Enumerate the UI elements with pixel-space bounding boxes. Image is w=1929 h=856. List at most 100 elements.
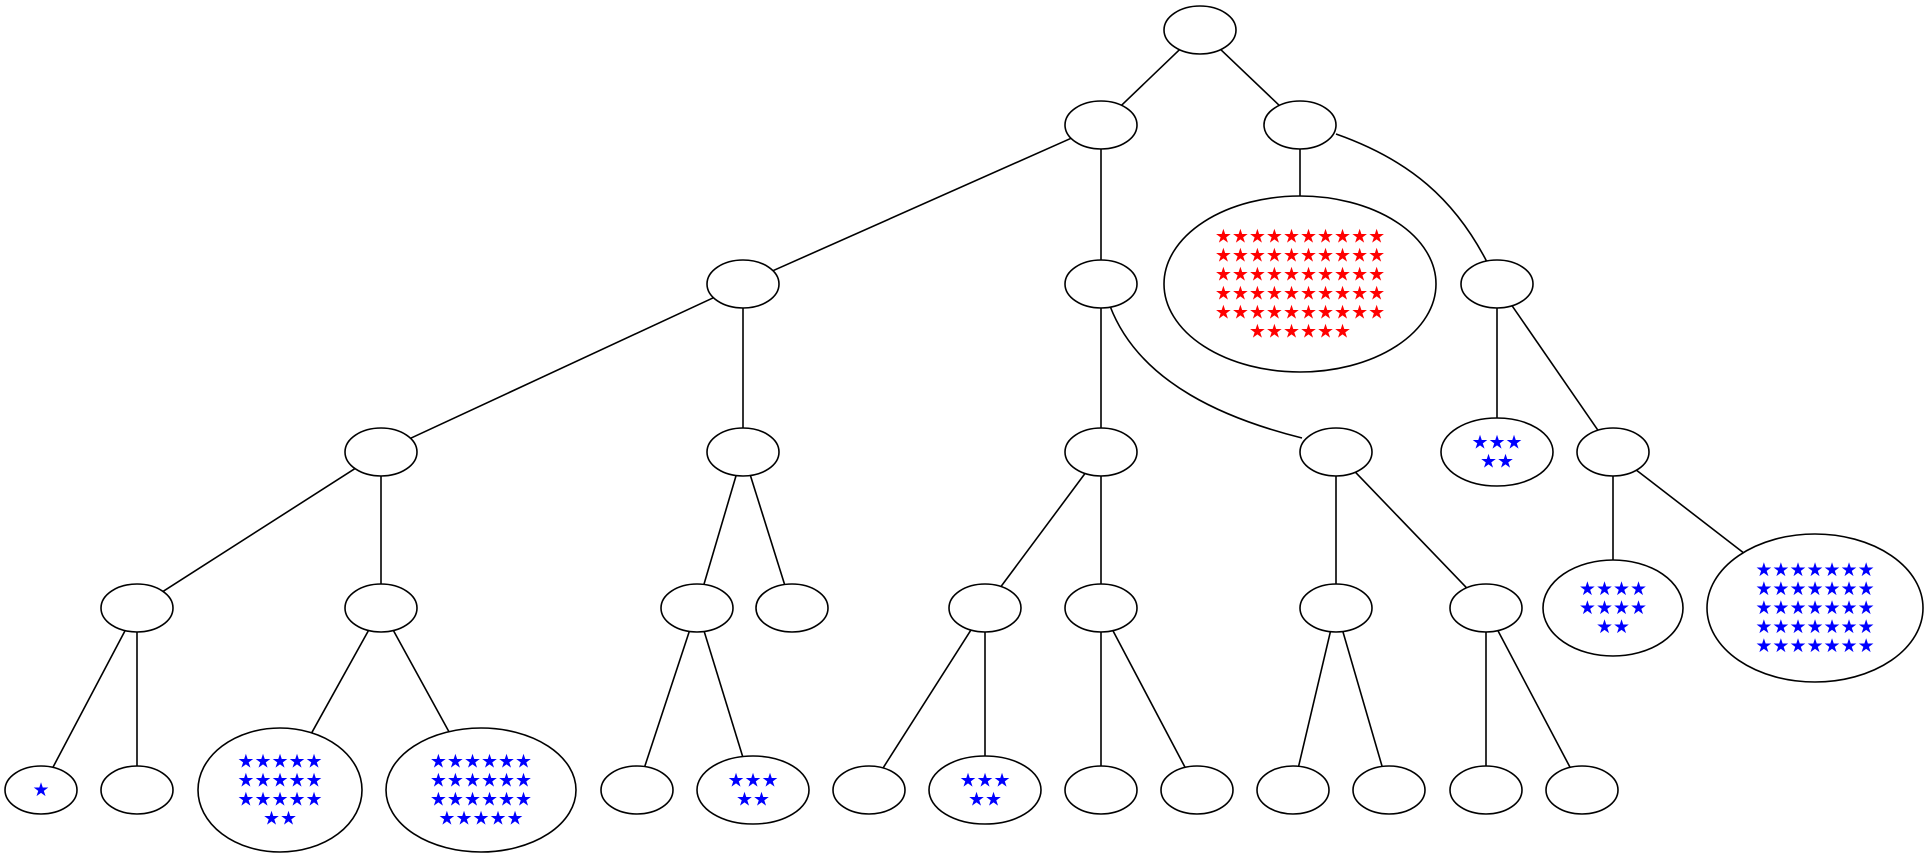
star-row: ★★★★★★ xyxy=(1249,321,1351,343)
edge-n6-n11 xyxy=(162,467,356,593)
edge-n12-l4 xyxy=(392,630,450,732)
edge-n18-l14 xyxy=(1497,630,1571,768)
tree-node-l12 xyxy=(1352,765,1426,815)
star-row: ★ xyxy=(32,779,49,801)
star-row: ★★★★★★★★★★ xyxy=(1215,226,1385,248)
node-ellipse xyxy=(928,755,1042,825)
tree-node-n8 xyxy=(1064,427,1138,477)
star-row: ★★★★★★★★★★ xyxy=(1215,264,1385,286)
tree-node-l11 xyxy=(1256,765,1330,815)
star-row: ★★★★ xyxy=(1579,578,1647,600)
node-ellipse xyxy=(385,727,577,853)
star-row: ★★ xyxy=(1480,451,1514,473)
tree-node-l14 xyxy=(1545,765,1619,815)
tree-node-l7 xyxy=(832,765,906,815)
edge-n1-n3 xyxy=(772,137,1072,272)
edge-n12-l3 xyxy=(311,630,370,734)
star-row: ★★★★★★★ xyxy=(1755,597,1874,619)
star-row: ★★★★★★ xyxy=(430,789,532,811)
tree-node-n17 xyxy=(1299,583,1373,633)
node-ellipse xyxy=(948,583,1022,633)
node-ellipse xyxy=(1542,559,1684,657)
tree-node-l9 xyxy=(1064,765,1138,815)
node-ellipse xyxy=(660,583,734,633)
tree-node-n6 xyxy=(344,427,418,477)
tree-node-n7 xyxy=(706,427,780,477)
edge-n11-l1 xyxy=(52,630,126,768)
star-row: ★★★★★ xyxy=(237,751,322,773)
node-ellipse xyxy=(1576,427,1650,477)
node-ellipse xyxy=(1299,583,1373,633)
star-row: ★★★★★★★★★★ xyxy=(1215,283,1385,305)
tree-node-n15 xyxy=(948,583,1022,633)
node-ellipse xyxy=(344,583,418,633)
edge-n3-n6 xyxy=(410,296,714,440)
edge-n17-l12 xyxy=(1342,631,1383,767)
tree-node-n10 xyxy=(1576,427,1650,477)
node-ellipse xyxy=(706,427,780,477)
node-ellipse xyxy=(1299,427,1373,477)
star-row: ★★★★★★★★★★ xyxy=(1215,302,1385,324)
edge-n16-l10 xyxy=(1112,630,1186,768)
node-ellipse xyxy=(1064,583,1138,633)
node-ellipse xyxy=(197,727,363,853)
star-row: ★★ xyxy=(263,808,297,830)
tree-node-n5 xyxy=(1460,259,1534,309)
edge-n15-l7 xyxy=(882,629,972,769)
edge-n4-n9 xyxy=(1109,305,1303,439)
tree-node-l8: ★★★★★ xyxy=(928,755,1042,825)
node-ellipse xyxy=(600,765,674,815)
edge-n13-l5 xyxy=(643,631,691,767)
star-row: ★★★★★★★ xyxy=(1755,578,1874,600)
edge-n10-b35 xyxy=(1636,469,1744,554)
node-ellipse xyxy=(1160,765,1234,815)
edge-n7-n14 xyxy=(749,475,786,585)
edge-n13-l6 xyxy=(703,631,744,757)
node-ellipse xyxy=(1064,100,1138,150)
edge-n7-n13 xyxy=(703,475,737,585)
tree-node-n13 xyxy=(660,583,734,633)
tree-node-n1 xyxy=(1064,100,1138,150)
tree-node-n4 xyxy=(1064,259,1138,309)
node-ellipse xyxy=(696,755,810,825)
edge-root-n2 xyxy=(1220,49,1280,106)
node-ellipse xyxy=(832,765,906,815)
tree-node-red: ★★★★★★★★★★★★★★★★★★★★★★★★★★★★★★★★★★★★★★★★… xyxy=(1163,195,1437,373)
node-ellipse xyxy=(1460,259,1534,309)
tree-node-n18 xyxy=(1449,583,1523,633)
node-ellipse xyxy=(1545,765,1619,815)
node-ellipse xyxy=(1064,259,1138,309)
tree-node-n2 xyxy=(1263,100,1337,150)
tree-node-l3: ★★★★★★★★★★★★★★★★★ xyxy=(197,727,363,853)
node-ellipse xyxy=(1449,765,1523,815)
tree-node-n14 xyxy=(755,583,829,633)
edge-n8-n15 xyxy=(1000,473,1086,587)
tree-node-n9 xyxy=(1299,427,1373,477)
star-row: ★★★★★★★ xyxy=(1755,635,1874,657)
node-ellipse xyxy=(1706,533,1924,683)
star-row: ★★★ xyxy=(959,770,1010,792)
tree-node-n16 xyxy=(1064,583,1138,633)
tree-node-l6: ★★★★★ xyxy=(696,755,810,825)
node-ellipse xyxy=(1064,765,1138,815)
edge-root-n1 xyxy=(1120,49,1181,106)
star-row: ★★★★★★ xyxy=(430,770,532,792)
tree-node-l5 xyxy=(600,765,674,815)
tree-node-n3 xyxy=(706,259,780,309)
node-ellipse xyxy=(1449,583,1523,633)
node-ellipse xyxy=(706,259,780,309)
node-ellipse xyxy=(1440,417,1554,487)
edge-n2-n5 xyxy=(1335,133,1488,263)
star-row: ★★★★★ xyxy=(438,808,523,830)
star-row: ★★ xyxy=(736,789,770,811)
node-ellipse xyxy=(1263,100,1337,150)
node-ellipse xyxy=(1163,195,1437,373)
tree-node-b35: ★★★★★★★★★★★★★★★★★★★★★★★★★★★★★★★★★★★ xyxy=(1706,533,1924,683)
node-ellipse xyxy=(1352,765,1426,815)
node-ellipse xyxy=(4,765,78,815)
star-row: ★★★★★★★★★★ xyxy=(1215,245,1385,267)
tree-node-b5: ★★★★★ xyxy=(1440,417,1554,487)
nodes-layer: ★★★★★★★★★★★★★★★★★★★★★★★★★★★★★★★★★★★★★★★★… xyxy=(4,5,1924,853)
node-ellipse xyxy=(1256,765,1330,815)
